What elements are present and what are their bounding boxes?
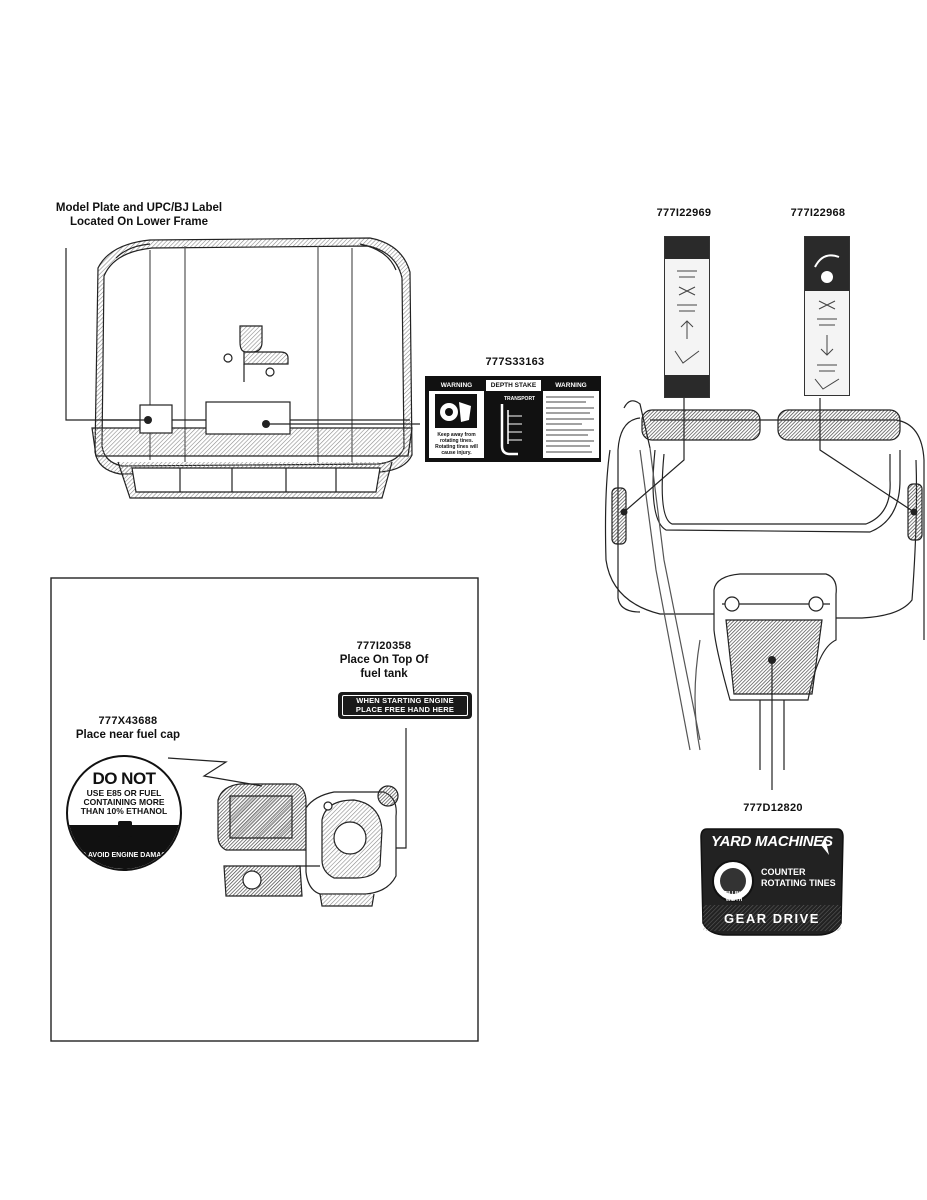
- yard-machines-decal-shape: [700, 828, 844, 936]
- part-number-777i22969: 777I22969: [656, 207, 712, 219]
- rotating-tines-icon: [435, 394, 477, 428]
- handle-decal-top-cap: [665, 237, 709, 259]
- handle-decal-777i22969: [664, 236, 710, 398]
- part-number-777x43688: 777X43688: [98, 715, 158, 727]
- hood-leader-lines: [65, 248, 420, 425]
- ethanol-warning-text: USE E85 OR FUEL CONTAINING MORE THAN 10%…: [76, 789, 172, 816]
- part-number-777i20358: 777I20358: [356, 640, 412, 652]
- engine-inset-frame: [50, 577, 479, 1042]
- handle-instruction-icon: [814, 300, 840, 390]
- fuel-tank-decal-line1: WHEN STARTING ENGINE: [356, 696, 454, 705]
- warning-decal-right-panel: WARNING: [543, 380, 599, 458]
- ethanol-line3: THAN 10% ETHANOL: [80, 806, 168, 816]
- engine-damage-arc-text: TO AVOID ENGINE DAMAGE: [76, 852, 172, 859]
- handlebar-drawing: [604, 400, 925, 770]
- warning-left-header: WARNING: [429, 380, 484, 391]
- fuel-tank-decal-777i20358: WHEN STARTING ENGINE PLACE FREE HAND HER…: [338, 692, 472, 719]
- handle-decal-bottom-cap: [665, 375, 709, 397]
- warning-decal-777s33163: WARNING Keep away from rotating tines. R…: [425, 376, 601, 462]
- ethanol-line2: CONTAINING MORE: [83, 797, 165, 807]
- model-plate-dot: [144, 416, 152, 424]
- tilling-width-badge: TILLING WIDTH: [724, 891, 744, 903]
- depth-stake-icon: [500, 404, 522, 456]
- gear-drive-text: GEAR DRIVE: [724, 911, 820, 926]
- warning-decal-left-panel: WARNING Keep away from rotating tines. R…: [429, 380, 484, 458]
- upc-label-dot: [262, 420, 270, 428]
- tine-direction-icon: [674, 270, 700, 364]
- fuel-pump-icon: [118, 821, 132, 837]
- transport-label: TRANSPORT: [504, 396, 536, 402]
- wheel-direction-icon: [814, 254, 840, 283]
- model-plate-line2: Located On Lower Frame: [69, 216, 209, 228]
- fuel-tank-decal-border: [342, 695, 468, 716]
- ethanol-warning-decal-777x43688: DO NOT USE E85 OR FUEL CONTAINING MORE T…: [66, 755, 182, 871]
- warning-decal-middle-panel: DEPTH STAKE TRANSPORT: [486, 380, 541, 458]
- counter-line: COUNTER: [761, 867, 806, 877]
- fuel-tank-callout: 777I20358 Place On Top Of fuel tank: [326, 639, 442, 681]
- part-number-777s33163: 777S33163: [485, 356, 545, 368]
- warning-right-header: WARNING: [543, 380, 599, 391]
- place-near-fuel-cap: Place near fuel cap: [75, 729, 181, 741]
- counter-rotating-tines-text: COUNTER ROTATING TINES: [761, 867, 836, 889]
- yard-machines-decal-777d12820: YARD MACHINES TILLING WIDTH COUNTER ROTA…: [697, 825, 847, 937]
- place-top-line2: fuel tank: [360, 668, 408, 680]
- fuel-cap-callout: 777X43688 Place near fuel cap: [58, 714, 198, 742]
- model-plate-line1: Model Plate and UPC/BJ Label: [55, 202, 223, 214]
- engine-leader-lines: [167, 728, 407, 849]
- warning-left-text: Keep away from rotating tines. Rotating …: [435, 432, 478, 456]
- do-not-heading: DO NOT: [92, 769, 156, 788]
- yard-machines-brand: YARD MACHINES: [711, 833, 833, 850]
- handlebar-leader-lines: [623, 398, 915, 790]
- fuel-tank-decal-line2: PLACE FREE HAND HERE: [355, 705, 455, 714]
- handle-decal-777i22968: [804, 236, 850, 396]
- warning-text-lines-icon: [546, 396, 594, 453]
- model-plate-callout: Model Plate and UPC/BJ Label Located On …: [34, 201, 244, 229]
- engine-drawing: [217, 783, 399, 907]
- rotating-tines-line: ROTATING TINES: [761, 878, 836, 888]
- part-number-777i22968: 777I22968: [790, 207, 846, 219]
- ethanol-line1: USE E85 OR FUEL: [86, 788, 162, 798]
- place-top-line1: Place On Top Of: [339, 654, 429, 666]
- tiller-hood-drawing: [91, 237, 413, 499]
- part-number-777d12820: 777D12820: [743, 802, 803, 814]
- depth-stake-header: DEPTH STAKE: [486, 380, 541, 391]
